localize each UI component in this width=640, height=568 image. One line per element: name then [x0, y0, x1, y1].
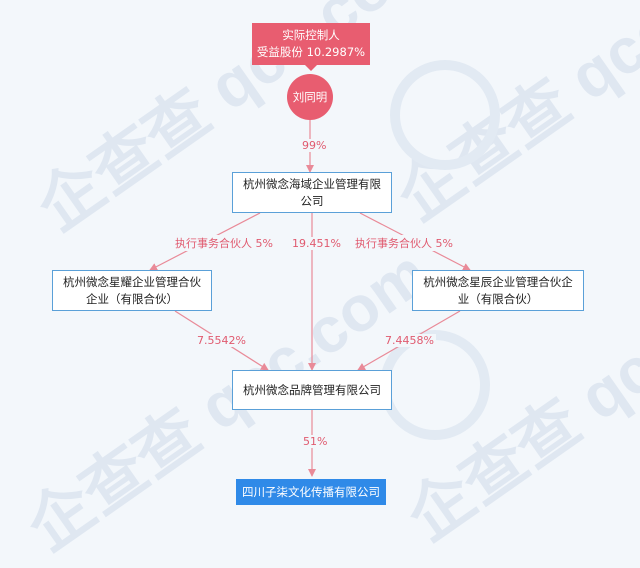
edge-label-pinpai-target: 51% [301, 435, 330, 448]
target-company-node[interactable]: 四川子柒文化传播有限公司 [236, 479, 386, 505]
node-label: 杭州微念星耀企业管理合伙企业（有限合伙） [63, 274, 201, 306]
controller-share: 受益股份 10.2987% [256, 45, 366, 59]
edge-label-xingchen-pinpai: 7.4458% [383, 334, 436, 347]
node-pinpai[interactable]: 杭州微念品牌管理有限公司 [232, 370, 392, 410]
node-xingyao[interactable]: 杭州微念星耀企业管理合伙企业（有限合伙） [52, 270, 212, 311]
controller-title: 实际控制人 [282, 28, 340, 42]
edge-label-haiyu-xingchen: 执行事务合伙人 5% [353, 235, 455, 251]
actual-controller-badge: 实际控制人 受益股份 10.2987% [252, 23, 370, 65]
person-name: 刘同明 [292, 90, 328, 104]
controller-pointer [305, 65, 317, 71]
node-haiyu[interactable]: 杭州微念海域企业管理有限公司 [232, 172, 392, 213]
node-label: 杭州微念星辰企业管理合伙企业（有限合伙） [423, 274, 573, 306]
node-label: 杭州微念海域企业管理有限公司 [243, 176, 381, 208]
edge-label-xingyao-pinpai: 7.5542% [195, 334, 248, 347]
person-node[interactable]: 刘同明 [287, 74, 333, 120]
target-label: 四川子柒文化传播有限公司 [242, 485, 380, 499]
edge-label-person-haiyu: 99% [300, 139, 329, 152]
node-label: 杭州微念品牌管理有限公司 [243, 382, 381, 397]
edge-label-haiyu-xingyao: 执行事务合伙人 5% [173, 235, 275, 251]
edge-label-haiyu-pinpai: 19.451% [290, 237, 343, 250]
node-xingchen[interactable]: 杭州微念星辰企业管理合伙企业（有限合伙） [412, 270, 584, 311]
